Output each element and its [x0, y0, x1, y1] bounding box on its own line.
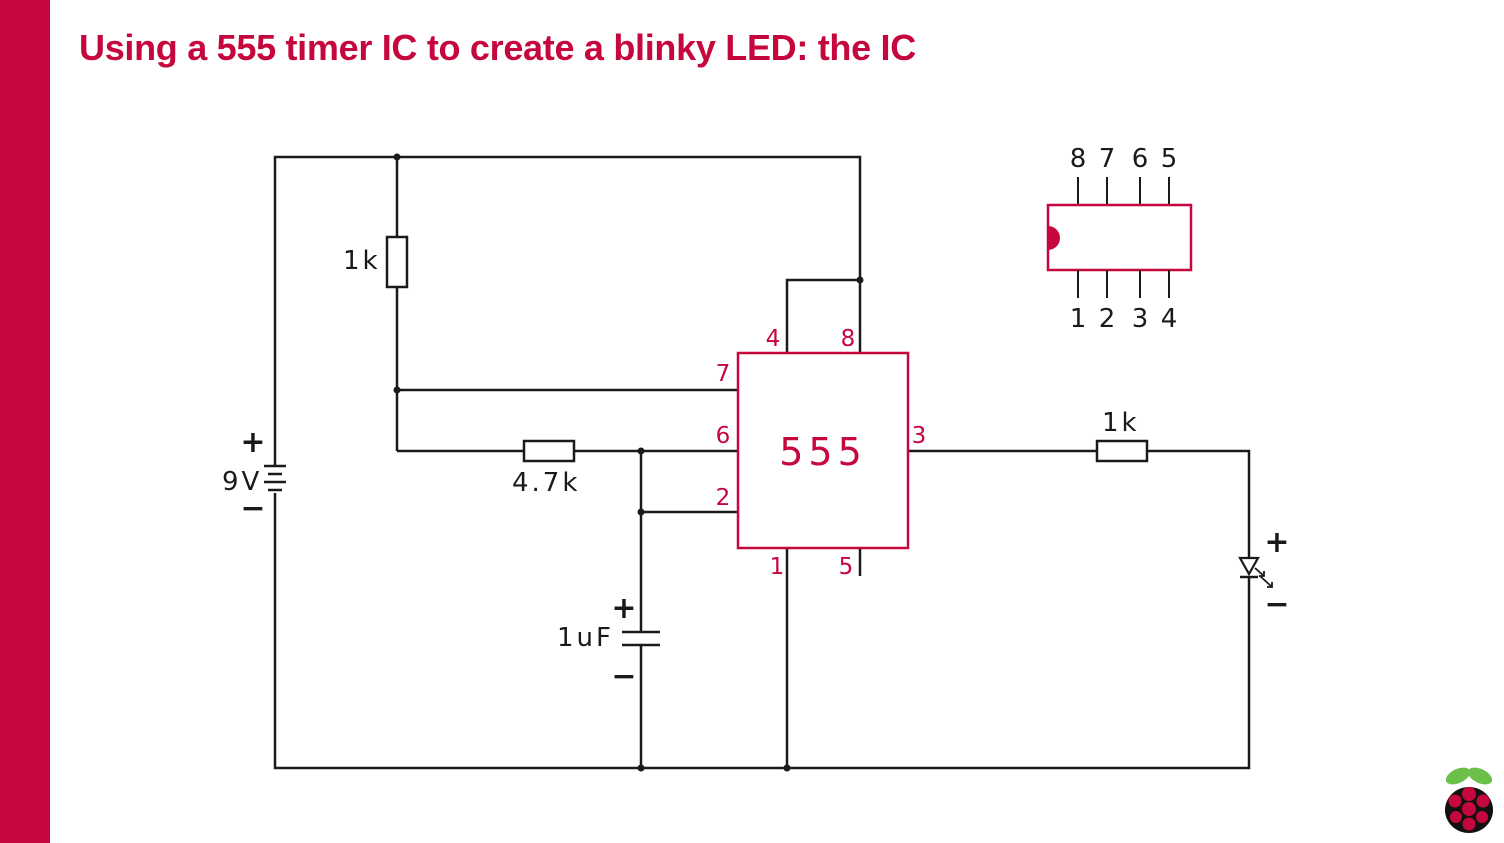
dip-pin-label: 6	[1132, 144, 1149, 174]
dip-pin-label: 7	[1099, 144, 1116, 174]
ic-pin-2-label: 2	[716, 485, 731, 511]
capacitor-label: 1uF	[557, 623, 614, 653]
battery-plus-sign: +	[240, 425, 265, 460]
ic-pin-1-label: 1	[770, 554, 785, 580]
led-triangle	[1238, 556, 1260, 577]
resistor-4-7k-label: 4.7k	[512, 468, 580, 498]
resistor-1k-output-label: 1k	[1102, 408, 1140, 438]
dip-pin-label: 1	[1070, 304, 1087, 334]
logo-berry	[1462, 787, 1476, 801]
wire-to-led	[1147, 449, 1251, 558]
led-plus-sign: +	[1264, 525, 1289, 560]
dip-bottom-pins	[1077, 270, 1170, 298]
logo-leaf	[1467, 767, 1493, 785]
dip-pin-label: 3	[1132, 304, 1149, 334]
junction-dot	[783, 764, 791, 772]
logo-berry	[1476, 794, 1490, 808]
ic-pin-5-label: 5	[839, 554, 854, 580]
ic-pin-4-label: 4	[766, 326, 781, 352]
led-symbol	[1238, 556, 1273, 588]
led-light-arrow	[1259, 575, 1273, 588]
dip-pin-label: 2	[1099, 304, 1116, 334]
wire-top-rail	[273, 155, 862, 465]
raspberry-pi-logo-icon	[1445, 767, 1493, 833]
junction-dot	[637, 508, 645, 516]
battery-minus-sign: −	[240, 491, 265, 526]
ic-name: 555	[779, 430, 867, 474]
junction-dot	[393, 386, 401, 394]
ic-pin-3-label: 3	[912, 423, 927, 449]
ic-555-body	[736, 351, 910, 550]
led-minus-sign: −	[1264, 587, 1289, 622]
logo-berry	[1450, 811, 1462, 823]
logo-leaf	[1445, 767, 1471, 785]
wire-pin4-to-vcc	[785, 278, 860, 353]
junction-dot	[637, 764, 645, 772]
logo-berry	[1448, 794, 1462, 808]
logo-berry	[1462, 817, 1476, 831]
accent-side-bar	[0, 0, 50, 843]
logo-berry	[1476, 811, 1488, 823]
resistor-1k-output	[1095, 439, 1149, 463]
dip-package: 8 7 6 5 1 2 3 4	[1046, 144, 1193, 334]
ic-pin-8-label: 8	[841, 326, 856, 352]
resistor-1k-top	[385, 235, 409, 289]
dip-top-pins	[1077, 177, 1170, 205]
dip-notch	[1048, 226, 1060, 250]
slide-title: Using a 555 timer IC to create a blinky …	[79, 27, 916, 68]
junction-dot	[637, 447, 645, 455]
capacitor-symbol	[622, 630, 660, 647]
wire-ground-rail	[273, 493, 1251, 770]
junction-dots	[393, 153, 864, 772]
battery-label: 9V	[222, 467, 262, 497]
ic-pin-6-label: 6	[716, 423, 731, 449]
junction-dot	[393, 153, 401, 161]
dip-pin-label: 8	[1070, 144, 1087, 174]
battery-symbol	[264, 464, 286, 492]
ic-pin-7-label: 7	[716, 361, 731, 387]
led-light-arrowhead	[1267, 582, 1273, 588]
dip-pin-label: 5	[1161, 144, 1178, 174]
capacitor-minus-sign: −	[611, 659, 636, 694]
resistor-4-7k	[522, 439, 576, 463]
dip-pin-label: 4	[1161, 304, 1178, 334]
junction-dot	[856, 276, 864, 284]
led-light-arrow	[1254, 567, 1265, 577]
resistor-1k-top-label: 1k	[343, 246, 381, 276]
dip-body	[1046, 203, 1193, 272]
logo-berries	[1448, 787, 1490, 831]
capacitor-plus-sign: +	[611, 591, 636, 626]
logo-berry	[1462, 802, 1476, 816]
wires	[273, 155, 1251, 770]
